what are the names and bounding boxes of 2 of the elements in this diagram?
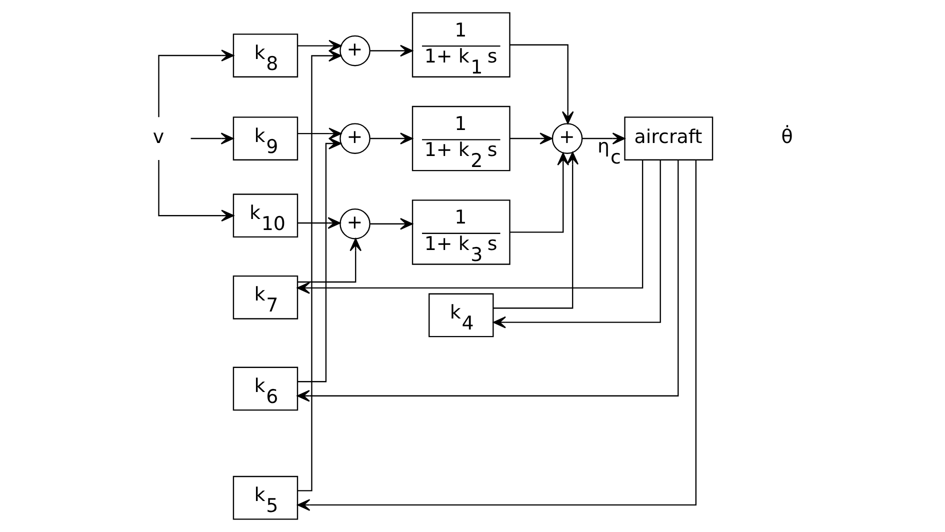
node-text: v (152, 126, 164, 148)
label: θ̇ (780, 126, 792, 148)
